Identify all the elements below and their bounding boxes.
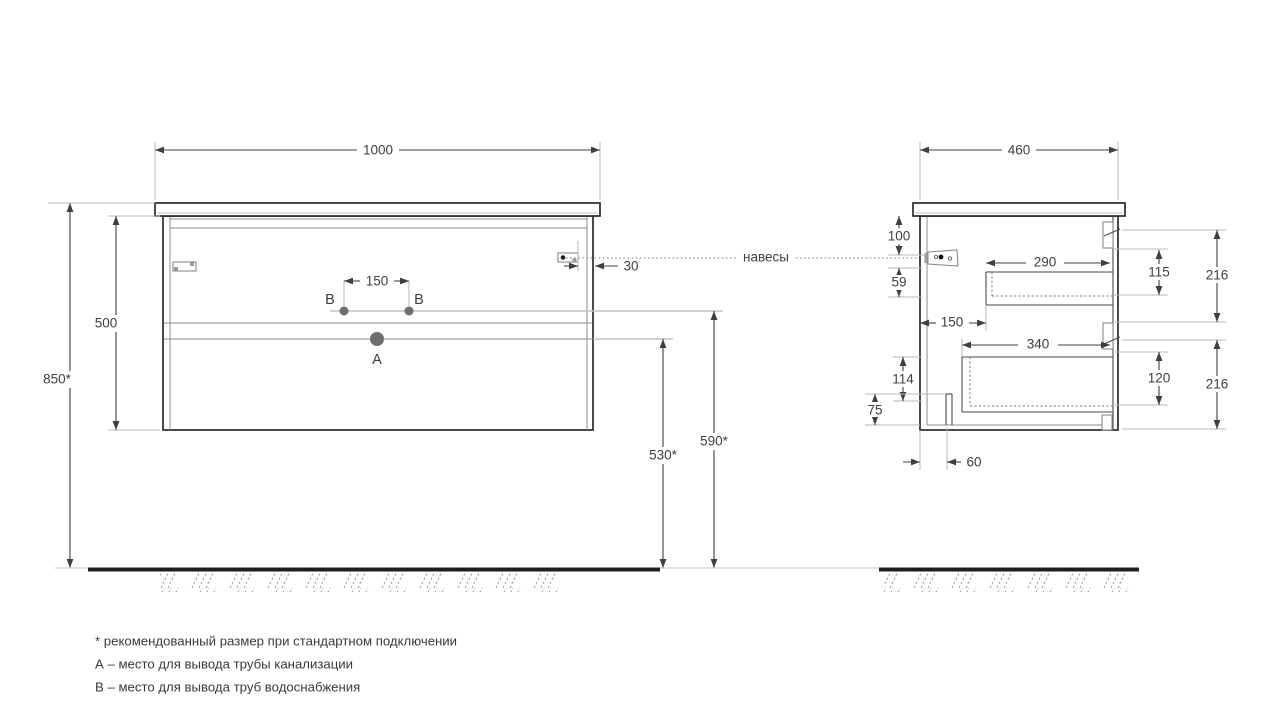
dim-lower-drawer-depth: 340 bbox=[961, 337, 1111, 352]
svg-text:150: 150 bbox=[941, 315, 964, 330]
dim-recess-height: 114 bbox=[887, 356, 922, 402]
svg-text:290: 290 bbox=[1034, 255, 1057, 270]
svg-text:850*: 850* bbox=[43, 372, 72, 387]
dim-b-spacing: 150 bbox=[343, 274, 410, 306]
bottom-back-rail bbox=[1101, 414, 1113, 431]
label-a: A bbox=[372, 352, 382, 368]
note-recommended: * рекомендованный размер при стандартном… bbox=[95, 634, 457, 649]
dim-mount-height: 850* bbox=[36, 202, 155, 569]
dim-depth: 460 bbox=[919, 142, 1119, 200]
hangers-label: навесы bbox=[743, 250, 789, 265]
svg-text:216: 216 bbox=[1206, 377, 1229, 392]
svg-text:530*: 530* bbox=[649, 448, 678, 463]
svg-text:30: 30 bbox=[623, 259, 638, 274]
upper-drawer bbox=[985, 271, 1113, 306]
dim-front-height: 500 bbox=[88, 215, 160, 431]
siphon-recess bbox=[945, 393, 953, 425]
svg-text:114: 114 bbox=[892, 372, 914, 387]
svg-text:60: 60 bbox=[966, 455, 981, 470]
side-countertop bbox=[912, 202, 1126, 217]
dim-lower-drawer-height: 120 bbox=[1113, 351, 1176, 406]
drain-point-a bbox=[370, 332, 384, 346]
dim-front-width: 1000 bbox=[154, 142, 601, 200]
dim-recess-depth: 60 bbox=[903, 427, 982, 470]
svg-text:59: 59 bbox=[891, 275, 906, 290]
hangers-callout: навесы bbox=[566, 250, 928, 265]
floor-hatch-left bbox=[160, 572, 566, 592]
wall-hanger-left-front bbox=[172, 261, 197, 272]
side-view: 460 100 59 150 290 bbox=[862, 142, 1235, 470]
notes: * рекомендованный размер при стандартном… bbox=[95, 634, 457, 695]
front-countertop bbox=[154, 202, 601, 217]
dim-water-height: 590* bbox=[692, 310, 737, 569]
water-point-b-left bbox=[339, 306, 349, 316]
note-point-b: В – место для вывода труб водоснабжения bbox=[95, 680, 360, 695]
dim-plinth-height: 75 bbox=[862, 393, 946, 426]
dim-upper-front-height: 216 bbox=[1115, 229, 1235, 323]
svg-text:1000: 1000 bbox=[363, 143, 393, 158]
svg-text:460: 460 bbox=[1008, 143, 1031, 158]
svg-text:216: 216 bbox=[1206, 268, 1229, 283]
dim-back-gap: 150 bbox=[919, 305, 987, 331]
floor-hatch-right bbox=[884, 572, 1136, 592]
water-point-b-right bbox=[404, 306, 414, 316]
front-view: B B A 150 1000 500 bbox=[36, 142, 737, 569]
dim-upper-drawer-depth: 290 bbox=[985, 255, 1111, 270]
wall-hanger-side bbox=[924, 249, 959, 267]
svg-text:115: 115 bbox=[1148, 265, 1170, 280]
svg-text:340: 340 bbox=[1027, 337, 1050, 352]
dim-hanger-top: 100 bbox=[884, 215, 926, 256]
svg-text:150: 150 bbox=[366, 274, 389, 289]
svg-text:100: 100 bbox=[888, 229, 911, 244]
label-b-right: B bbox=[414, 292, 424, 308]
dim-lower-front-height: 216 bbox=[1122, 339, 1235, 430]
dim-hanger-slot: 59 bbox=[887, 267, 922, 298]
note-point-a: А – место для вывода трубы канализации bbox=[95, 657, 353, 672]
svg-text:500: 500 bbox=[95, 316, 118, 331]
svg-text:590*: 590* bbox=[700, 434, 729, 449]
dim-upper-drawer-height: 115 bbox=[1113, 248, 1175, 296]
svg-text:120: 120 bbox=[1148, 371, 1171, 386]
dim-hanger-side-offset: 30 bbox=[564, 241, 639, 274]
upper-front-bracket bbox=[1102, 221, 1121, 249]
floor bbox=[55, 567, 1139, 592]
label-b-left: B bbox=[325, 292, 335, 308]
svg-text:75: 75 bbox=[867, 403, 882, 418]
dim-drain-height: 530* bbox=[641, 338, 686, 569]
